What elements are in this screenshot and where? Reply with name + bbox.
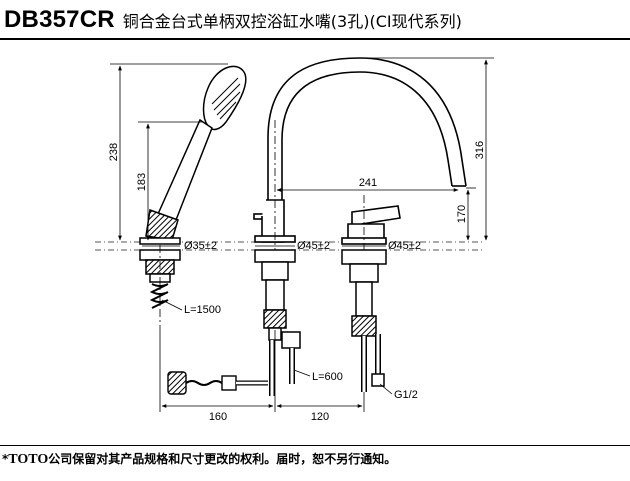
dim-spacing-right: 120 (311, 411, 329, 423)
spout-hole-body (254, 249, 301, 396)
dim-spout-reach: 241 (359, 177, 377, 189)
dim-hole-left: Ø35±2 (184, 240, 217, 252)
mixer-hole-body (341, 249, 387, 392)
dim-supply-hose: L=600 (312, 371, 343, 383)
dim-shower-height: 238 (108, 143, 120, 161)
page-title: DB357CR 铜合金台式单柄双控浴缸水嘴(3孔)(CI现代系列) (4, 6, 462, 36)
hose-coupling (167, 371, 268, 395)
title-divider (0, 38, 630, 40)
dim-spout-height: 316 (474, 141, 486, 159)
dim-shower-hose: L=1500 (184, 304, 221, 316)
dimension-lines (110, 57, 494, 412)
dim-hole-right: Ø45±2 (388, 240, 421, 252)
dim-spacing-left: 160 (209, 411, 227, 423)
footer-divider (0, 445, 630, 446)
model-number: DB357CR (4, 6, 115, 33)
brand-name: TOTO (8, 452, 49, 467)
mixer-valve (341, 205, 401, 245)
product-description: 铜合金台式单柄双控浴缸水嘴(3孔)(CI现代系列) (122, 12, 462, 31)
notice-text: 公司保留对其产品规格和尺寸更改的权利。届时，恕不另行通知。 (48, 452, 397, 466)
technical-drawing: 238 183 316 170 241 Ø35±2 Ø45±2 Ø45±2 L=… (95, 57, 494, 423)
dim-thread: G1/2 (394, 389, 418, 401)
dim-shower-handle-height: 183 (136, 173, 148, 191)
dim-hole-middle: Ø45±2 (297, 240, 330, 252)
hand-shower (139, 65, 247, 245)
footer-notice: *TOTO公司保留对其产品规格和尺寸更改的权利。届时，恕不另行通知。 (2, 450, 396, 468)
footer-marker: * (2, 452, 9, 466)
dim-lever-height: 170 (456, 205, 468, 223)
